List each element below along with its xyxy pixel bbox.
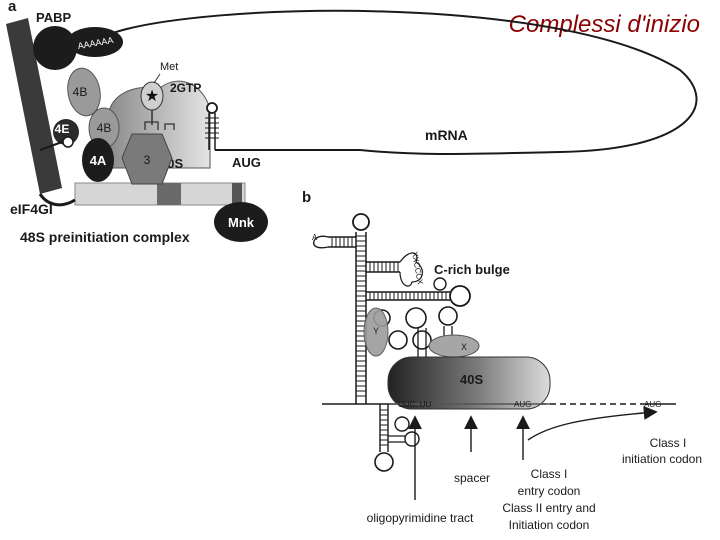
entry-codon-line2: entry codon <box>518 484 581 498</box>
class1-initiation-line1: Class I <box>650 436 687 450</box>
eif4e-label: 4E <box>55 122 70 136</box>
branch-right <box>366 277 471 307</box>
aug-outer-label: AUG <box>644 400 661 409</box>
entry-codon-line1: Class I <box>531 467 568 481</box>
stalk-hook <box>38 193 76 207</box>
star-icon: ★ <box>145 88 159 105</box>
tract-sequence: UUC..UU <box>398 400 432 409</box>
hairpin-a <box>205 102 219 150</box>
aug-inner-label: AUG <box>514 400 531 409</box>
cap-link <box>39 141 63 151</box>
met-label: Met <box>160 61 178 73</box>
mnk-label: Mnk <box>228 215 255 230</box>
lower-hairpins <box>374 404 420 472</box>
factor-y <box>363 307 389 357</box>
pabp-label: PABP <box>36 10 71 25</box>
entry-codon-line4: Initiation codon <box>509 518 590 532</box>
eif4b-lower-label: 4B <box>97 121 112 135</box>
branch-c-rich: XXCCCX <box>366 251 425 287</box>
ires-main-stem <box>352 213 370 404</box>
panel-a-caption: 48S preinitiation complex <box>20 229 190 245</box>
c-rich-bulge-label: C-rich bulge <box>434 262 510 277</box>
arrow-class1 <box>527 405 658 441</box>
mrna-loop <box>109 9 698 155</box>
panel-a-letter: a <box>8 0 17 15</box>
mrna-label: mRNA <box>425 127 468 143</box>
x-label: X <box>461 342 467 352</box>
pabp <box>33 26 77 70</box>
class1-initiation-line2: initiation codon <box>622 452 702 466</box>
anticodon-marks <box>144 121 175 130</box>
oligopyrimidine-label: oligopyrimidine tract <box>367 511 474 525</box>
eif4g-stalk <box>6 18 62 194</box>
gtp-label: 2GTP <box>170 81 201 95</box>
spacer-label: spacer <box>454 471 490 485</box>
met-leader <box>153 73 161 84</box>
eif4gi-label: eIF4GI <box>10 201 53 217</box>
panel-b-letter: b <box>302 189 311 206</box>
eif4gi-bar-mid-segment <box>232 183 242 205</box>
eif4b-upper <box>67 67 101 117</box>
loop-a-label: A <box>312 233 318 242</box>
aug-label-a: AUG <box>232 155 261 170</box>
y-label: Y <box>373 326 379 336</box>
eif3 <box>121 133 173 185</box>
poly-a-tail <box>67 27 123 57</box>
eif4b-upper-label: 4B <box>73 85 88 99</box>
slide-title: Complessi d'inizio <box>509 11 700 38</box>
mnk <box>214 202 268 242</box>
ribosome-40s-b <box>387 356 551 410</box>
panel-a: a ★ Met 2GTP 40S AU <box>6 0 698 245</box>
panel-b: b A XXCCCX C-rich bulge <box>302 189 702 532</box>
eif4a <box>82 138 114 182</box>
cap-structure <box>62 136 74 148</box>
eif4a-label: 4A <box>90 153 107 168</box>
ribosome-40s-label-b: 40S <box>460 372 483 387</box>
eif3-label: 3 <box>144 153 151 167</box>
branch-top-left: A <box>312 233 356 249</box>
entry-codon-line3: Class II entry and <box>502 501 595 515</box>
factor-x <box>428 334 480 358</box>
eif4gi-bar-dark-segment <box>157 183 181 205</box>
middle-loops <box>373 306 458 370</box>
